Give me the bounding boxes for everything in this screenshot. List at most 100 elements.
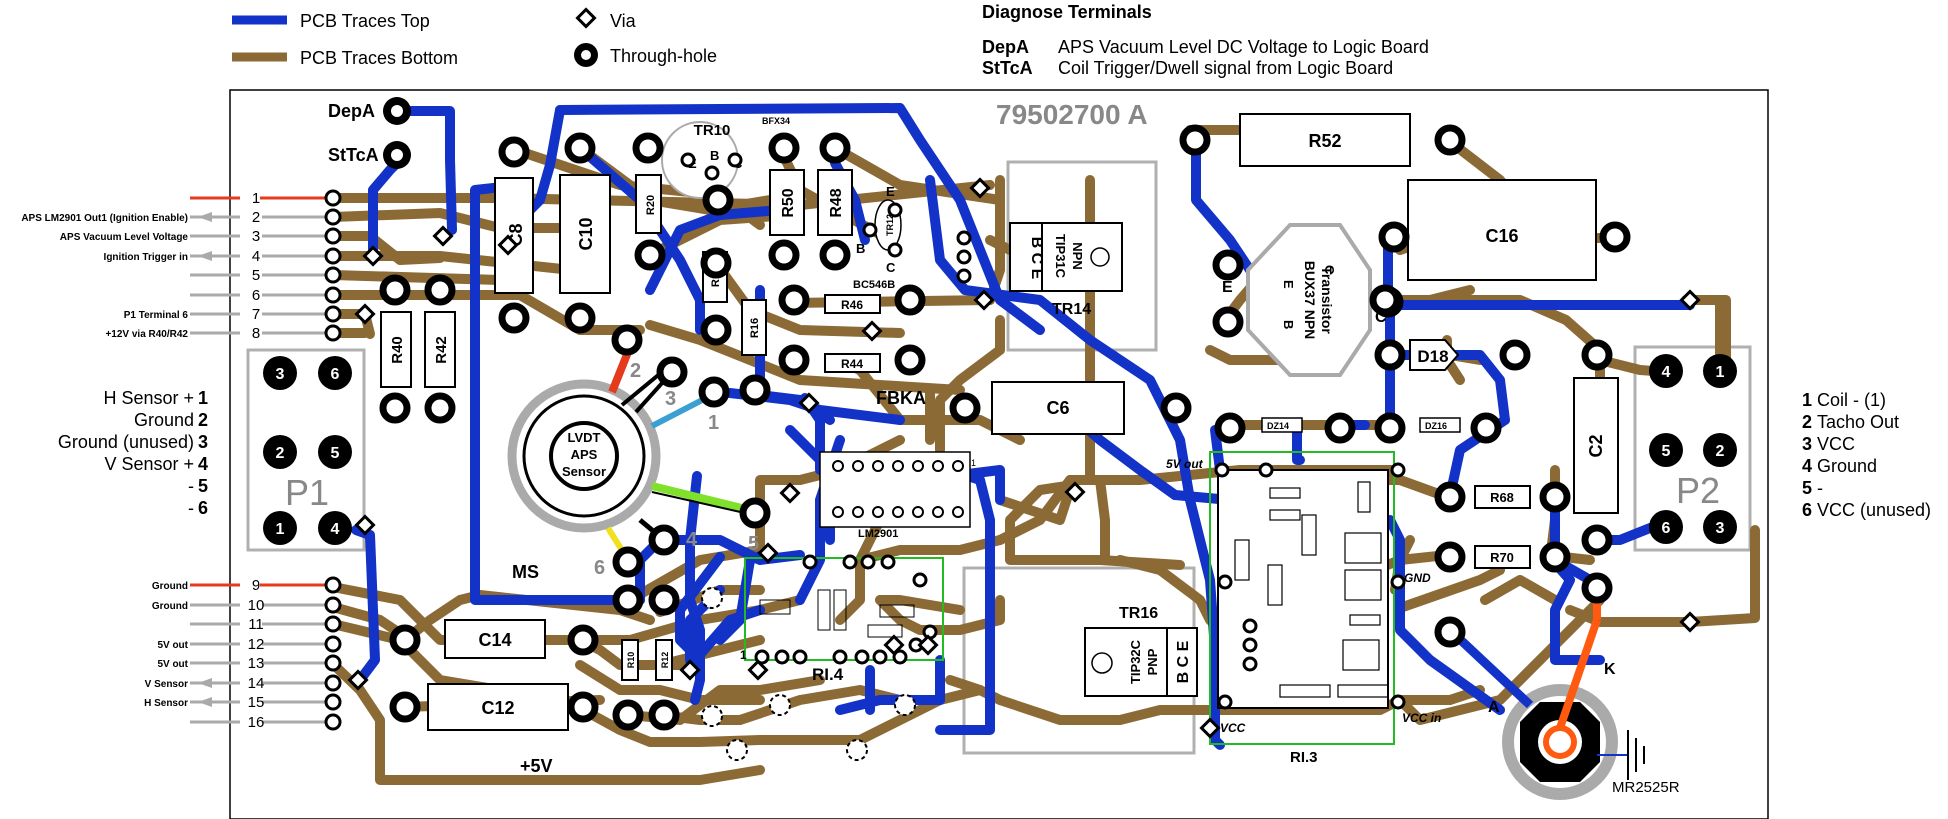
through-hole-small xyxy=(1390,694,1406,710)
p2-pin xyxy=(1649,354,1683,388)
bux37-pin-c: C xyxy=(1322,265,1337,275)
through-hole xyxy=(648,584,680,616)
ic-pin xyxy=(852,460,864,472)
legend-via-label: Via xyxy=(610,11,637,31)
tip32c-pnp: PNP xyxy=(1145,648,1160,675)
ri4-label: RI.4 xyxy=(812,665,844,684)
through-hole-small xyxy=(832,649,848,665)
left-pin-number: 14 xyxy=(248,675,265,692)
p2-pin xyxy=(1649,510,1683,544)
p2-legend-text: Tacho Out xyxy=(1817,412,1899,432)
through-hole-small xyxy=(872,649,888,665)
left-pin-number: 3 xyxy=(252,228,260,245)
ri3-label: RI.3 xyxy=(1290,749,1318,766)
left-pin-pad xyxy=(324,576,342,594)
diagnose-code-depa: DepA xyxy=(982,37,1029,57)
r52-label: R52 xyxy=(1308,131,1341,151)
bux37-e-outer: E xyxy=(1222,279,1233,296)
lvdt-pin-3: 3 xyxy=(665,388,676,410)
tr14-label: TR14 xyxy=(1052,301,1091,318)
unpopulated-hole xyxy=(726,739,748,761)
c12-body xyxy=(427,683,569,731)
through-hole-small xyxy=(1217,574,1233,590)
r12-body xyxy=(655,639,673,681)
left-pin-pad xyxy=(324,615,342,633)
through-hole-small xyxy=(956,249,972,265)
p2-pin xyxy=(1649,433,1683,467)
ic-pin xyxy=(912,506,924,518)
arrow-icon xyxy=(198,212,212,222)
through-hole-small xyxy=(1390,574,1406,590)
through-hole xyxy=(894,344,926,376)
via xyxy=(347,669,369,691)
through-hole-small xyxy=(956,268,972,284)
left-pin-number: 9 xyxy=(252,577,260,594)
p1-legend-num: 5 xyxy=(198,476,208,496)
tip32c-label: TIP32C xyxy=(1128,639,1143,684)
lvdt-sensor-core xyxy=(549,421,619,491)
r10-label: R10 xyxy=(626,652,636,669)
p1-legend-text: Ground xyxy=(134,410,194,430)
left-pin-pad xyxy=(324,247,342,265)
unpopulated-hole xyxy=(769,694,791,716)
fbka-label: FBKA xyxy=(876,388,926,408)
tr12-pin-b: B xyxy=(856,241,865,256)
ic-pin xyxy=(872,506,884,518)
legend-through-hole-label: Through-hole xyxy=(610,46,717,66)
through-hole xyxy=(1369,284,1401,316)
through-hole xyxy=(1434,616,1466,648)
r20-label: R20 xyxy=(645,195,657,215)
r68-label: R68 xyxy=(1490,490,1514,505)
p1-legend-text: Ground (unused) xyxy=(58,432,194,452)
p1-pin xyxy=(263,511,297,545)
terminal-depa-label: DepA xyxy=(328,101,375,121)
p1-label: P1 xyxy=(285,472,329,513)
left-pin-label: Ground xyxy=(152,601,188,612)
lvdt-pin-2: 2 xyxy=(630,360,641,382)
left-pin-label: Ignition Trigger in xyxy=(104,252,188,263)
unpopulated-holes xyxy=(701,587,916,761)
left-pin-number: 13 xyxy=(248,655,265,672)
left-pin-number: 6 xyxy=(252,287,260,304)
through-hole xyxy=(739,374,771,406)
r70-label: R70 xyxy=(1490,550,1514,565)
through-hole xyxy=(379,392,411,424)
left-pin-pad xyxy=(324,286,342,304)
via-icon xyxy=(575,7,597,29)
r44-label: R44 xyxy=(841,357,863,371)
via xyxy=(798,392,820,414)
via xyxy=(779,482,801,504)
p2-pin-number: 1 xyxy=(1716,364,1725,381)
through-hole-small xyxy=(680,152,696,168)
left-pin-pad xyxy=(324,674,342,692)
left-pin-pad xyxy=(324,635,342,653)
left-pin-number: 12 xyxy=(248,636,265,653)
through-hole xyxy=(778,284,810,316)
p2-legend-text: Ground xyxy=(1817,456,1877,476)
through-hole-small xyxy=(1217,694,1233,710)
through-hole-small xyxy=(887,242,903,258)
p2-pin-number: 4 xyxy=(1662,364,1671,381)
through-hole xyxy=(1434,481,1466,513)
ri3-5v-out: 5V out xyxy=(1166,457,1204,471)
through-hole xyxy=(1374,339,1406,371)
p1-legend-num: 2 xyxy=(198,410,208,430)
components: C8 C10 R20 R18 R16 R50 R48 R46 R44 R40 R… xyxy=(380,113,1680,800)
through-hole-small xyxy=(1242,637,1258,653)
through-hole-small xyxy=(704,165,720,181)
p2-pin-number: 6 xyxy=(1662,520,1671,537)
unpopulated-hole xyxy=(701,705,723,727)
lvdt-pin-6: 6 xyxy=(594,557,605,579)
p1-legend-num: 4 xyxy=(198,454,208,474)
r70-body xyxy=(1474,545,1531,569)
lm2901-pins xyxy=(832,460,964,518)
tr14-bce: B C E xyxy=(1028,237,1045,280)
ic-pin xyxy=(832,506,844,518)
r44-body xyxy=(824,353,881,373)
c10-body xyxy=(559,174,611,294)
c6-body xyxy=(991,381,1125,435)
r16-body xyxy=(741,299,767,356)
left-pin-label: V Sensor xyxy=(145,679,188,690)
